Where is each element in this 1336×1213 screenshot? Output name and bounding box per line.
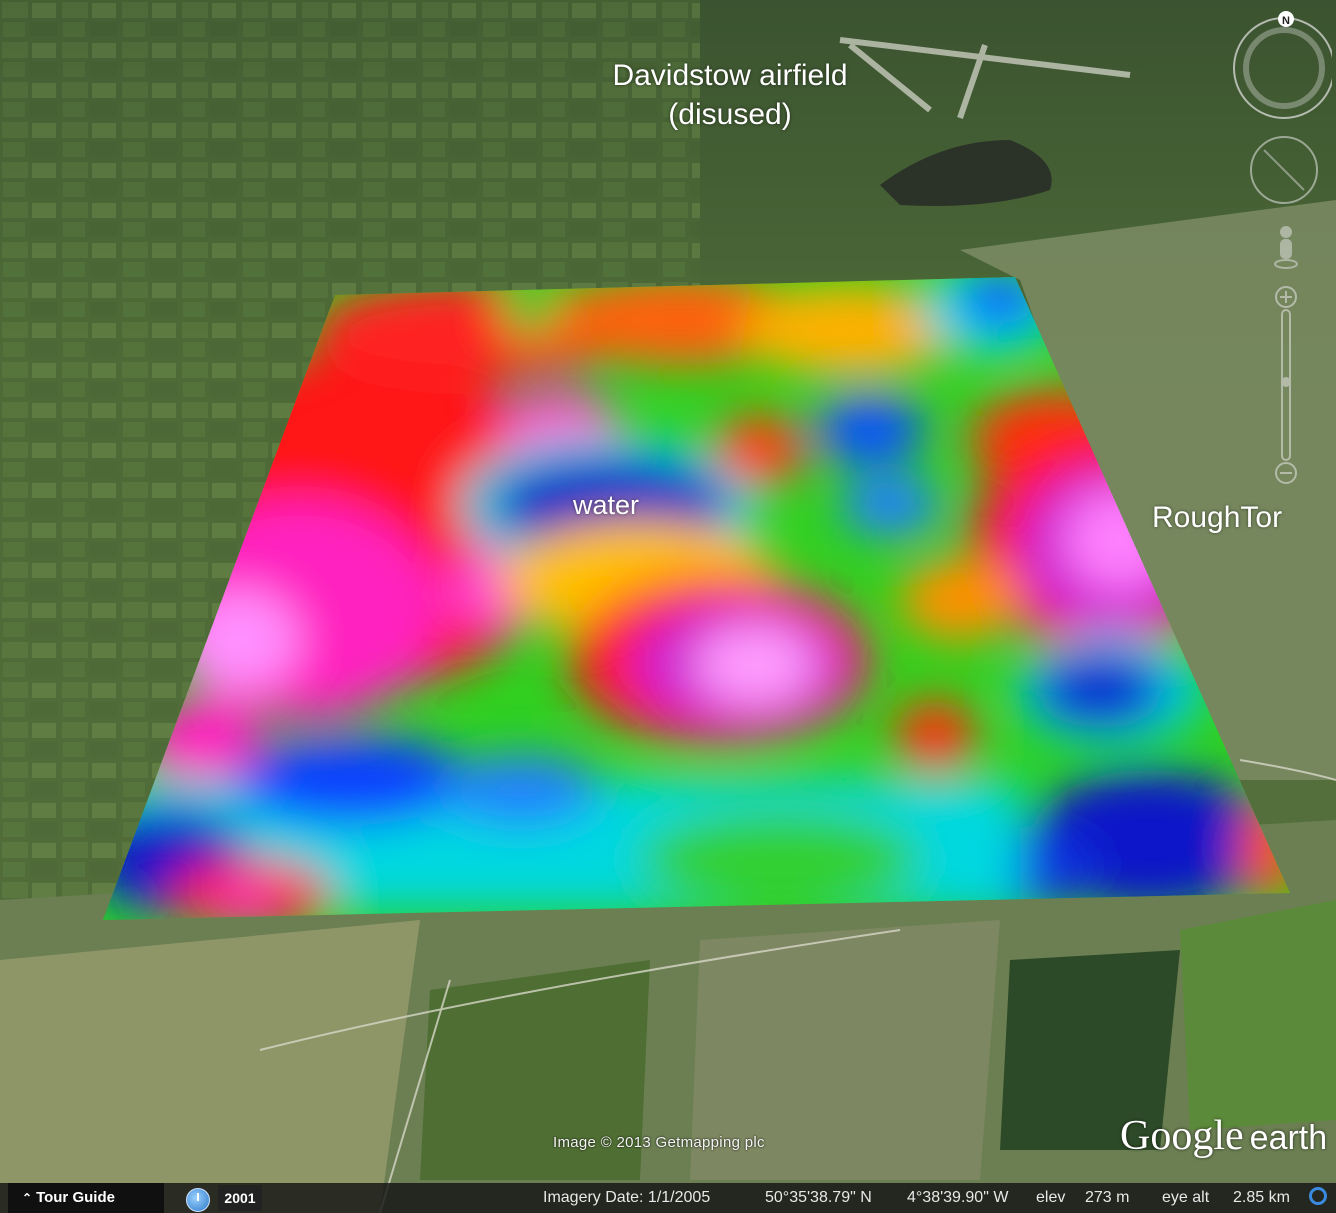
water-label: water: [572, 490, 640, 520]
tour-guide-label: Tour Guide: [36, 1189, 115, 1206]
compass-ring-icon[interactable]: N: [1233, 11, 1332, 119]
imagery-copyright: Image © 2013 Getmapping plc: [553, 1134, 765, 1151]
elevation-value: 273 m: [1085, 1189, 1130, 1206]
chevron-up-icon: ⌃: [22, 1191, 33, 1205]
eye-altitude-label: eye alt: [1162, 1189, 1210, 1206]
look-joystick-icon[interactable]: [1250, 136, 1318, 204]
logo-earth: earth: [1249, 1119, 1328, 1157]
eye-altitude-value: 2.85 km: [1233, 1189, 1290, 1206]
zoom-slider[interactable]: [1275, 286, 1297, 484]
logo-google: Google: [1120, 1113, 1244, 1159]
historical-year-badge[interactable]: 2001: [218, 1185, 262, 1211]
latitude-readout: 50°35'38.79" N: [765, 1189, 872, 1206]
tour-guide-button[interactable]: ⌃Tour Guide: [8, 1183, 164, 1213]
airfield-label: Davidstow airfield (disused): [560, 56, 900, 134]
imagery-date: Imagery Date: 1/1/2005: [543, 1189, 711, 1206]
navigation-controls[interactable]: N: [1228, 10, 1332, 490]
historical-imagery-clock-icon[interactable]: [186, 1188, 210, 1212]
street-view-pegman-icon[interactable]: [1274, 226, 1298, 269]
longitude-readout: 4°38'39.90" W: [907, 1189, 1009, 1206]
elevation-label: elev: [1036, 1189, 1066, 1206]
loading-ring-icon: [1309, 1187, 1327, 1205]
compass-north: N: [1282, 15, 1290, 27]
roughtor-label: RoughTor: [1152, 501, 1283, 534]
airfield-label-line1: Davidstow airfield: [612, 59, 848, 92]
airfield-label-line2: (disused): [668, 98, 792, 131]
